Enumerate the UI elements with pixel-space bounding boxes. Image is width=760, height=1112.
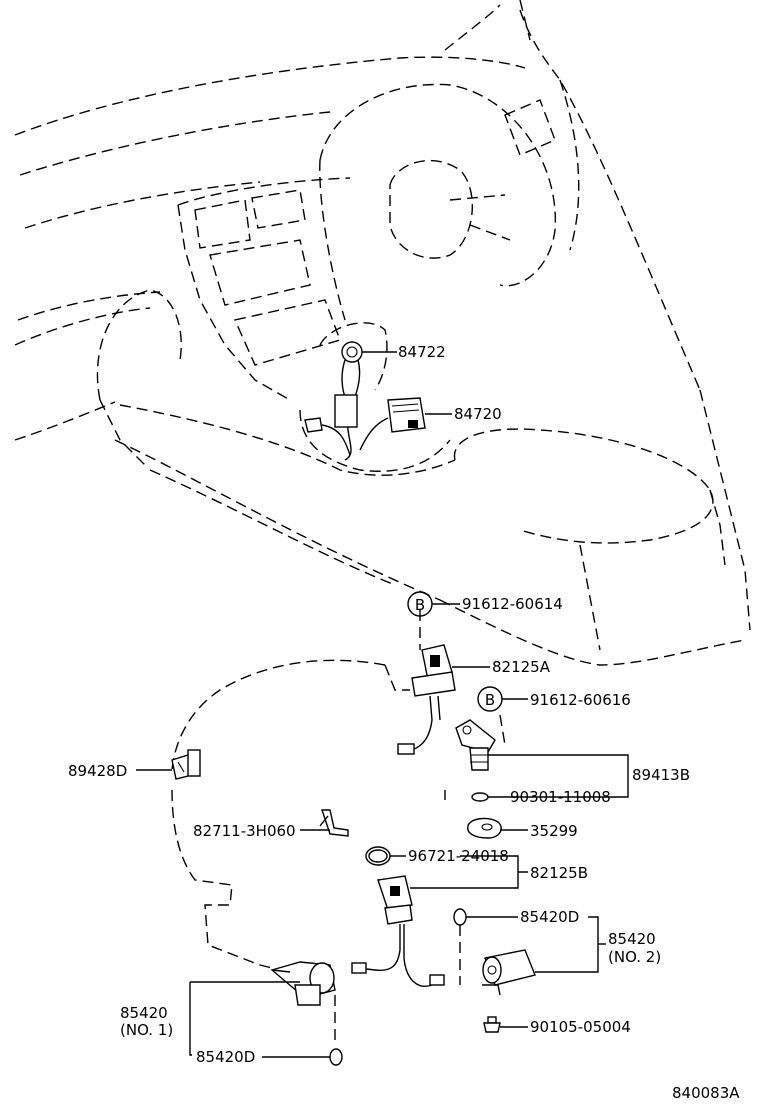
part-labels: 84722 84720 91612-60614 82125A 91612-606… xyxy=(68,343,740,1102)
harness-outline xyxy=(171,610,506,1045)
connector-82125B xyxy=(351,855,528,987)
clamp-82711 xyxy=(300,809,349,837)
connector-82125A xyxy=(397,644,490,755)
label-85420-no1-qualifier: (NO. 1) xyxy=(120,1021,173,1039)
bolt-callout-lower: B xyxy=(477,686,528,712)
drawing-number: 840083A xyxy=(672,1084,740,1102)
label-91612-60614: 91612-60614 xyxy=(462,595,563,613)
label-89428D: 89428D xyxy=(68,762,127,780)
label-85420-no2-number: 85420 xyxy=(608,930,656,948)
label-85420-no2-qualifier: (NO. 2) xyxy=(608,948,661,966)
sensor-89413B xyxy=(455,719,629,802)
label-90301-11008: 90301-11008 xyxy=(510,788,611,806)
label-85420D-left: 85420D xyxy=(196,1048,255,1066)
label-85420D-right: 85420D xyxy=(520,908,579,926)
center-console xyxy=(96,289,746,666)
solenoid-85420-no1 xyxy=(189,961,343,1066)
label-84722: 84722 xyxy=(398,343,446,361)
bolt-callout-lower-letter: B xyxy=(485,691,495,709)
dashboard-outline xyxy=(14,0,751,631)
shift-lock-solenoid-84722 xyxy=(334,341,397,461)
bolt-callout-upper-letter: B xyxy=(415,596,425,614)
label-84720: 84720 xyxy=(454,405,502,423)
label-96721-24018: 96721-24018 xyxy=(408,847,509,865)
label-82125B: 82125B xyxy=(530,864,588,882)
oring-96721 xyxy=(365,846,406,866)
label-90105-05004: 90105-05004 xyxy=(530,1018,631,1036)
label-82125A: 82125A xyxy=(492,658,551,676)
label-91612-60616: 91612-60616 xyxy=(530,691,631,709)
label-89413B: 89413B xyxy=(632,766,690,784)
bolt-callout-upper: B xyxy=(407,591,460,617)
steering-wheel xyxy=(319,83,556,321)
label-85420-no1-number: 85420 xyxy=(120,1004,168,1022)
gasket-35299 xyxy=(467,817,528,839)
bolt-90105 xyxy=(483,1016,528,1033)
label-35299: 35299 xyxy=(530,822,578,840)
sensor-89428D xyxy=(136,749,201,780)
solenoid-85420-no2 xyxy=(453,908,606,996)
shift-lock-computer-84720 xyxy=(304,397,452,456)
label-82711-3H060: 82711-3H060 xyxy=(193,822,296,840)
instrument-panel xyxy=(177,177,351,401)
